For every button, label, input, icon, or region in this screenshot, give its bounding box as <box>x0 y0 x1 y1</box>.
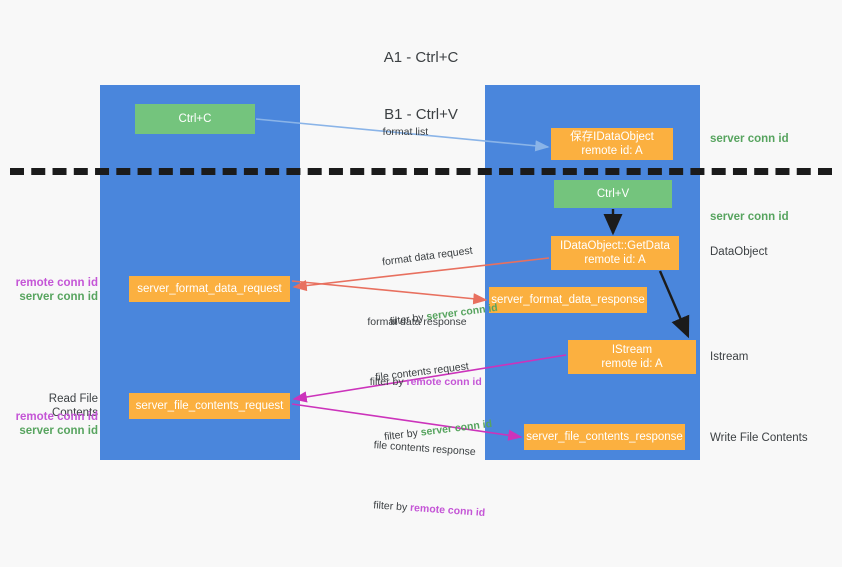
node-getdata-line1: IDataObject::GetData <box>560 240 670 252</box>
node-istream-line1: IStream <box>611 344 653 356</box>
annotation-conn-ids-lower: remote conn id server conn id <box>8 410 98 438</box>
edge-label-format-data-response: format data response filter by remote co… <box>337 285 497 435</box>
node-store-idataobject-line1: 保存IDataObject <box>570 131 654 143</box>
edge-label-file-contents-response: file contents response filter by remote … <box>335 406 510 567</box>
edge-label-fcres-line1: file contents response <box>373 439 477 459</box>
annotation-write-file-contents: Write File Contents <box>710 432 808 444</box>
node-ctrl-c[interactable]: Ctrl+C <box>135 104 255 134</box>
node-ctrl-v[interactable]: Ctrl+V <box>554 180 672 208</box>
node-ctrl-v-label: Ctrl+V <box>596 188 630 200</box>
phase-divider <box>10 168 832 175</box>
annotation-istream: Istream <box>710 351 749 363</box>
node-ctrl-c-label: Ctrl+C <box>178 113 212 125</box>
node-server-file-contents-request-label: server_file_contents_request <box>135 400 284 412</box>
node-istream[interactable]: IStream remote id: A <box>568 340 696 374</box>
edge-label-fcres-filter: filter by remote conn id <box>337 481 505 537</box>
node-server-format-data-response[interactable]: server_format_data_response <box>489 287 647 313</box>
annotation-read-file-contents: Read File Contents <box>48 393 98 419</box>
node-store-idataobject-line2: remote id: A <box>581 145 643 157</box>
annotation-remote-conn-id-2: remote conn id <box>15 411 98 423</box>
annotation-server-conn-id-2: server conn id <box>19 425 98 437</box>
edge-label-fcreq-line1: file contents request <box>374 360 470 384</box>
edge-label-fdreq-line1: format data request <box>381 244 474 269</box>
node-server-format-data-response-label: server_format_data_response <box>491 294 645 306</box>
annotation-server-conn-id-mid: server conn id <box>710 211 789 223</box>
edge-label-fdres-filter-value: remote conn id <box>406 376 482 388</box>
edge-label-fdres-filter: filter by remote conn id <box>337 360 497 405</box>
node-server-format-data-request-label: server_format_data_request <box>137 283 282 295</box>
annotation-dataobject: DataObject <box>710 246 768 258</box>
annotation-conn-ids-upper: remote conn id server conn id <box>8 276 98 304</box>
edge-label-format-list-text: format list <box>382 126 429 138</box>
edge-label-fdres-line1: format data response <box>367 316 467 328</box>
node-idataobject-getdata[interactable]: IDataObject::GetData remote id: A <box>551 236 679 270</box>
node-server-file-contents-response[interactable]: server_file_contents_response <box>524 424 685 450</box>
node-getdata-line2: remote id: A <box>584 254 646 266</box>
node-server-file-contents-request[interactable]: server_file_contents_request <box>129 393 290 419</box>
diagram-canvas: A1 - Ctrl+C B1 - Ctrl+V A1 remote B1 con… <box>8 49 832 519</box>
node-server-file-contents-response-label: server_file_contents_response <box>526 431 683 443</box>
node-store-idataobject[interactable]: 保存IDataObject remote id: A <box>551 128 673 160</box>
edge-label-fdres-filter-prefix: filter by <box>369 376 407 388</box>
node-server-format-data-request[interactable]: server_format_data_request <box>129 276 290 302</box>
node-istream-line2: remote id: A <box>601 358 663 370</box>
annotation-server-conn-id-1: server conn id <box>19 291 98 303</box>
annotation-server-conn-id-top: server conn id <box>710 133 789 145</box>
edge-label-format-list: format list <box>371 110 429 155</box>
title-line-1: A1 - Ctrl+C <box>383 49 459 66</box>
edge-label-fcres-filter-prefix: filter by <box>372 499 411 514</box>
edge-label-fcres-filter-value: remote conn id <box>409 501 486 520</box>
annotation-remote-conn-id-1: remote conn id <box>15 277 98 289</box>
